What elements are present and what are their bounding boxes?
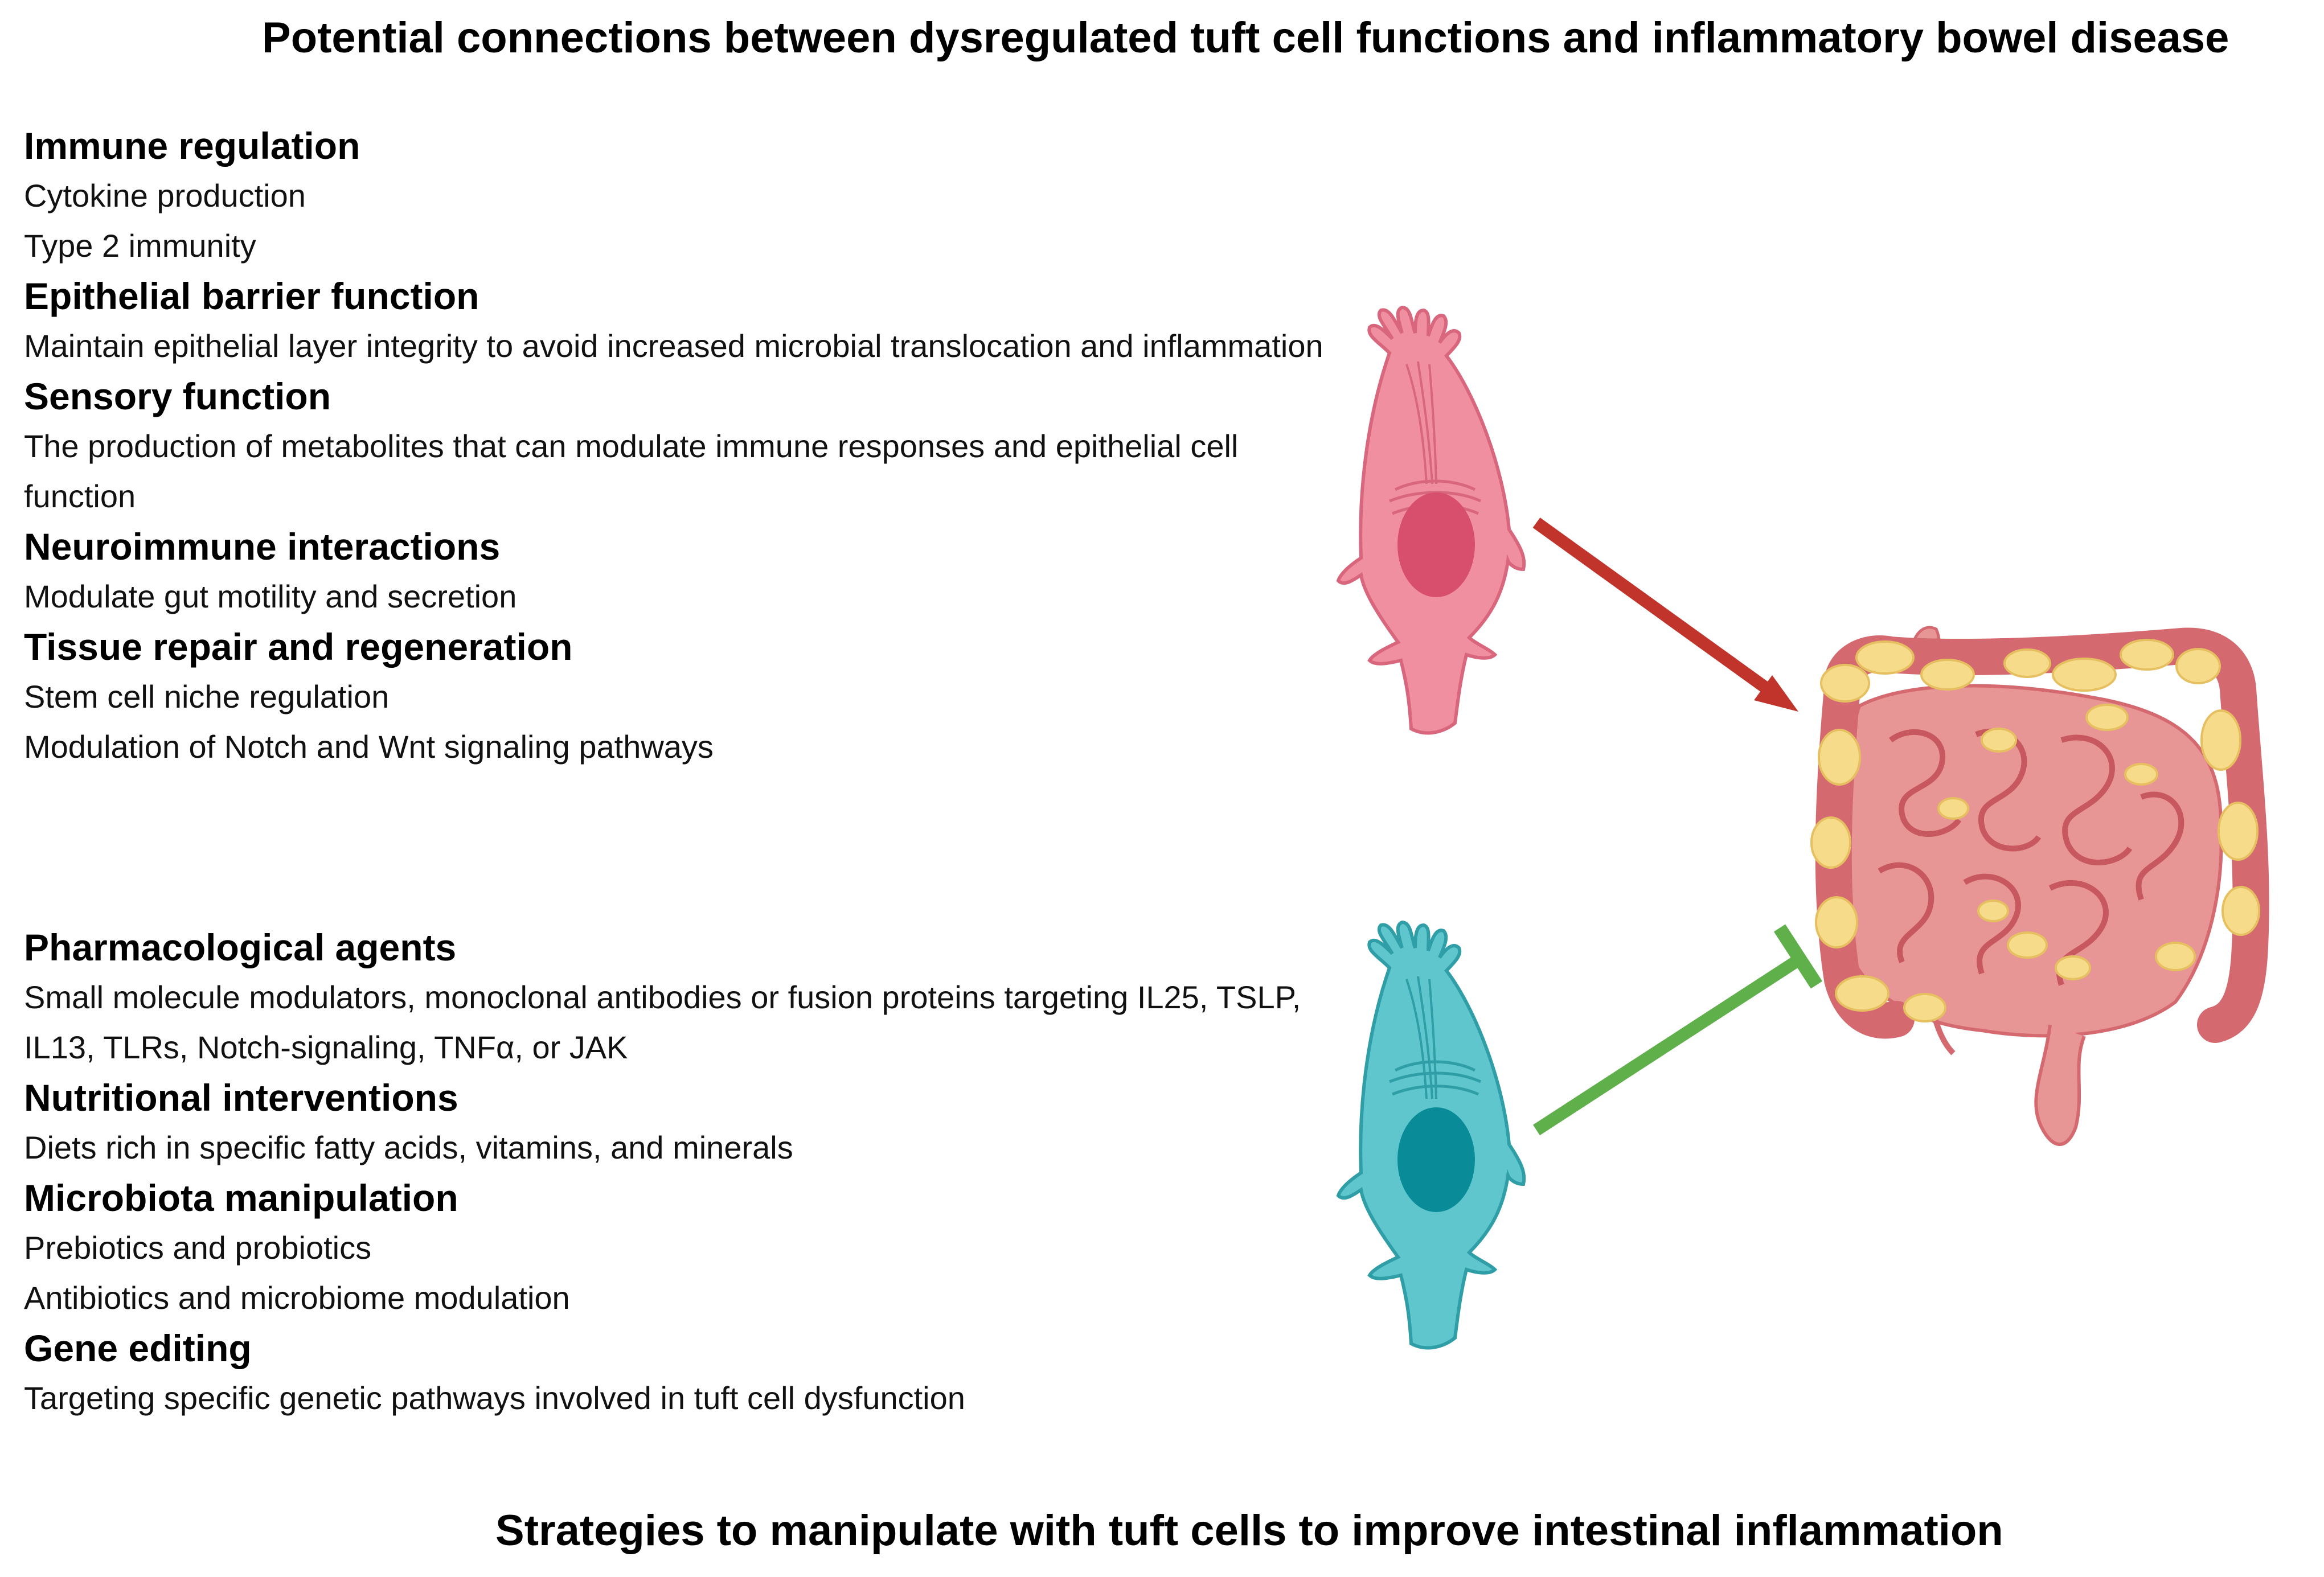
function-heading: Sensory function (24, 375, 331, 417)
strategy-heading: Microbiota manipulation (24, 1177, 458, 1219)
dysregulated-tuft-cell-icon (1336, 305, 1526, 735)
function-heading: Tissue repair and regeneration (24, 626, 573, 668)
strategies-title: Strategies to manipulate with tuft cells… (495, 1506, 2003, 1555)
strategy-heading: Gene editing (24, 1327, 252, 1369)
function-item: Stem cell niche regulation (24, 679, 390, 714)
function-item: Modulation of Notch and Wnt signaling pa… (24, 729, 714, 765)
functions-list: Immune regulation Cytokine production Ty… (24, 121, 1334, 772)
strategy-heading: Nutritional interventions (24, 1077, 458, 1119)
inhibition-arrow (1533, 924, 1823, 1136)
activation-arrow (1532, 518, 1798, 712)
inflamed-intestine-icon (1810, 626, 2269, 1146)
function-heading: Immune regulation (24, 125, 360, 167)
strategy-heading: Pharmacological agents (24, 926, 457, 968)
strategy-item: Diets rich in specific fatty acids, vita… (24, 1130, 793, 1165)
strategy-item: Small molecule modulators, monoclonal an… (24, 979, 1301, 1065)
function-item: Type 2 immunity (24, 228, 256, 264)
page-title: Potential connections between dysregulat… (262, 14, 2229, 62)
function-item: The production of metabolites that can m… (24, 428, 1239, 514)
strategies-list: Pharmacological agents Small molecule mo… (24, 922, 1334, 1423)
function-heading: Neuroimmune interactions (24, 525, 501, 568)
function-item: Cytokine production (24, 178, 306, 213)
strategy-item: Targeting specific genetic pathways invo… (24, 1380, 965, 1416)
therapeutic-tuft-cell-icon (1336, 920, 1526, 1350)
function-item: Modulate gut motility and secretion (24, 578, 517, 614)
function-heading: Epithelial barrier function (24, 275, 479, 317)
strategy-item: Prebiotics and probiotics (24, 1230, 372, 1266)
function-item: Maintain epithelial layer integrity to a… (24, 328, 1323, 364)
strategy-item: Antibiotics and microbiome modulation (24, 1280, 570, 1316)
